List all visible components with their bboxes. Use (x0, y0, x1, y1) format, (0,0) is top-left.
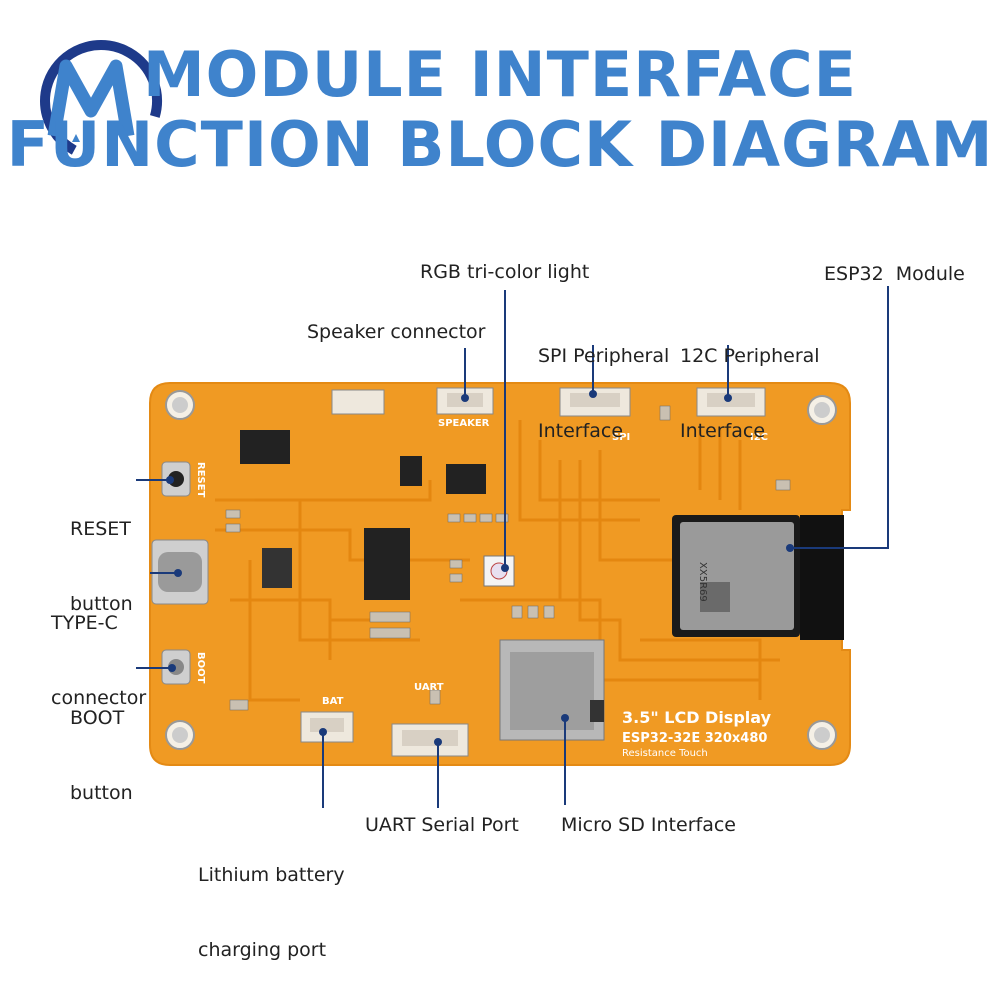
label-typec-line-2: connector (51, 687, 147, 709)
uart-connector-part (391, 723, 469, 757)
label-reset-line-1: RESET (70, 518, 131, 540)
label-micro-sd: Micro SD Interface (561, 814, 736, 836)
label-battery-port: Lithium battery charging port (198, 813, 345, 988)
label-spi-line-1: SPI Peripheral (538, 345, 670, 367)
label-speaker-connector: Speaker connector (307, 321, 486, 343)
label-battery-line-1: Lithium battery (198, 864, 345, 886)
boot-button-part (161, 649, 191, 685)
label-battery-line-2: charging port (198, 939, 327, 961)
label-typec-line-1: TYPE-C (51, 612, 118, 634)
silk-uart: UART (414, 682, 444, 693)
brand-logo (36, 36, 166, 166)
leader-lines (136, 286, 889, 808)
silk-speaker: SPEAKER (438, 418, 490, 429)
label-reset-line-2: button (70, 593, 133, 615)
battery-connector-part (300, 711, 354, 743)
silk-lcd-model: ESP32-32E 320x480 (622, 731, 767, 746)
label-reset-button: RESET button (70, 467, 133, 642)
label-rgb-light: RGB tri-color light (420, 261, 590, 283)
label-boot-line-2: button (70, 782, 133, 804)
mounting-holes (165, 390, 837, 750)
label-typec-connector: TYPE-C connector (51, 561, 146, 736)
silk-boot: BOOT (195, 652, 206, 684)
label-spi-interface: SPI Peripheral Interface (538, 294, 669, 469)
silk-reset: RESET (195, 462, 206, 498)
micro-sd-slot-part (499, 639, 605, 741)
spi-connector-part (559, 387, 631, 417)
label-uart-port: UART Serial Port (365, 814, 519, 836)
silk-spi: SPI (612, 432, 630, 443)
page-title-line-2: FUNCTION BLOCK DIAGRAM (6, 108, 994, 181)
label-boot-line-1: BOOT (70, 707, 125, 729)
silk-lcd-touch: Resistance Touch (622, 748, 708, 759)
label-i2c-interface: 12C Peripheral Interface (680, 294, 820, 469)
label-boot-button: BOOT button (70, 656, 133, 831)
module-marking: XX5R69 (697, 562, 708, 602)
silk-bat: BAT (322, 696, 344, 707)
esp32-module-part (672, 515, 844, 640)
label-i2c-line-1: 12C Peripheral (680, 345, 820, 367)
label-esp32-module: ESP32 Module (824, 263, 965, 285)
silk-i2c: I2C (750, 432, 768, 443)
silk-lcd-title: 3.5" LCD Display (622, 708, 772, 727)
label-spi-line-2: Interface (538, 420, 624, 442)
page-title-line-1: MODULE INTERFACE (142, 38, 858, 111)
label-i2c-line-2: Interface (680, 420, 766, 442)
rgb-led-part (483, 555, 515, 587)
